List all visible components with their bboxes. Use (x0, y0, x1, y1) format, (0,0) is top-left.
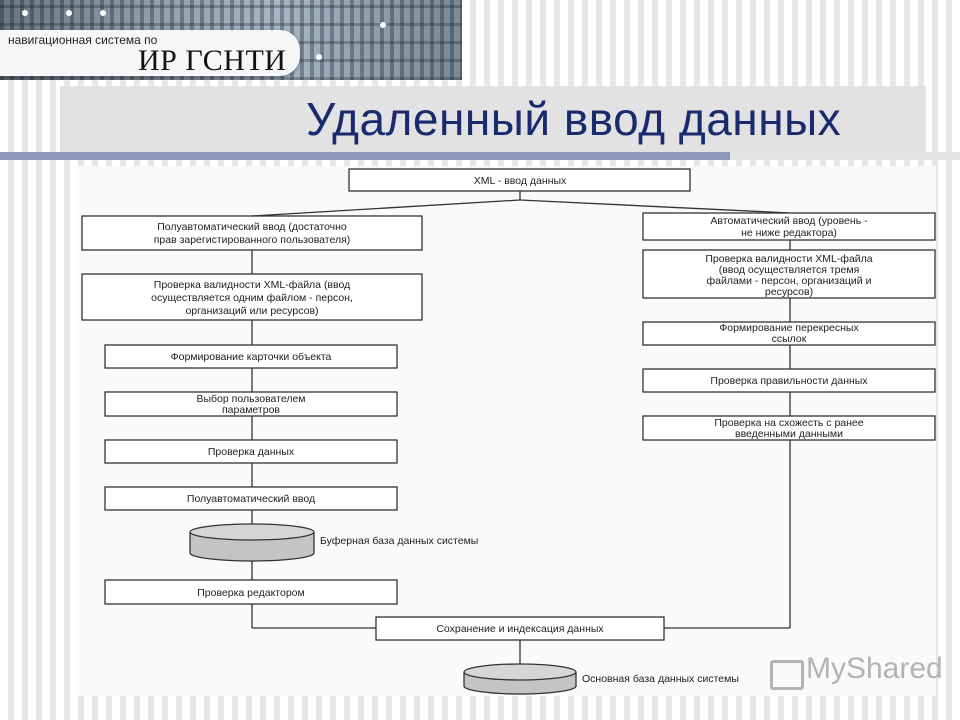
node-xml-input: XML - ввод данных (348, 168, 691, 192)
svg-text:Проверка редактором: Проверка редактором (197, 587, 305, 599)
svg-text:Проверка правильности данных: Проверка правильности данных (710, 375, 868, 387)
node-save-index: Сохранение и индексация данных (375, 616, 665, 641)
svg-text:(ввод осуществляется тремя: (ввод осуществляется тремя (719, 264, 860, 276)
svg-text:не ниже редактора): не ниже редактора) (741, 227, 837, 239)
svg-text:ссылок: ссылок (772, 333, 807, 345)
main-database: Основная база данных системы (463, 663, 739, 695)
watermark-text: MyShared (806, 652, 943, 685)
svg-text:Проверка валидности XML-файла: Проверка валидности XML-файла (ввод (154, 279, 350, 291)
svg-text:Выбор пользователем: Выбор пользователем (196, 393, 305, 405)
node-editor-check: Проверка редактором (104, 579, 398, 605)
logo-plate (0, 30, 300, 76)
logo-subtitle: навигационная система по (8, 33, 158, 47)
node-semiauto-input: Полуавтоматический ввод (достаточно прав… (81, 215, 423, 251)
svg-text:Основная база данных системы: Основная база данных системы (582, 673, 739, 685)
logo-title: ИР ГСНТИ (138, 44, 287, 77)
node-semiauto-entry: Полуавтоматический ввод (104, 486, 398, 511)
svg-text:ресурсов): ресурсов) (765, 286, 813, 298)
svg-text:Буферная база данных системы: Буферная база данных системы (320, 535, 478, 547)
header-banner-photo: навигационная система по ИР ГСНТИ (0, 0, 462, 80)
svg-text:Полуавтоматический ввод (доста: Полуавтоматический ввод (достаточно (157, 221, 347, 233)
watermark-icon (770, 660, 804, 690)
title-divider (0, 152, 730, 160)
page-title: Удаленный ввод данных (306, 93, 842, 145)
title-divider-light (730, 152, 960, 160)
node-cross-links: Формирование перекресных ссылок (642, 321, 936, 346)
svg-text:Формирование перекресных: Формирование перекресных (719, 322, 859, 334)
svg-text:Формирование карточки объекта: Формирование карточки объекта (171, 351, 332, 363)
connectors (251, 191, 791, 668)
svg-text:Сохранение и индексация данных: Сохранение и индексация данных (436, 623, 604, 635)
node-validate-three-files: Проверка валидности XML-файла (ввод осущ… (642, 249, 936, 299)
svg-text:файлами - персон, организаций: файлами - персон, организаций и (707, 275, 872, 287)
svg-text:прав зарегистированного пользо: прав зарегистированного пользователя) (154, 234, 351, 246)
svg-text:Проверка валидности XML-файла: Проверка валидности XML-файла (705, 253, 872, 265)
svg-text:параметров: параметров (222, 404, 280, 416)
svg-text:Автоматический ввод (уровень -: Автоматический ввод (уровень - (710, 215, 868, 227)
svg-text:осуществляется одним файлом -: осуществляется одним файлом - персон, (151, 292, 353, 304)
buffer-database: Буферная база данных системы (189, 523, 478, 562)
node-check-data: Проверка данных (104, 439, 398, 464)
node-similarity-check: Проверка на схожесть с ранее введенными … (642, 415, 936, 441)
node-build-card: Формирование карточки объекта (104, 344, 398, 369)
node-validate-single-file: Проверка валидности XML-файла (ввод осущ… (81, 273, 423, 321)
title-band (60, 86, 926, 152)
node-auto-input: Автоматический ввод (уровень - не ниже р… (642, 212, 936, 241)
node-choose-params: Выбор пользователем параметров (104, 391, 398, 417)
svg-text:Полуавтоматический ввод: Полуавтоматический ввод (187, 493, 315, 505)
svg-text:введенными данными: введенными данными (735, 428, 843, 440)
svg-text:организаций или ресурсов): организаций или ресурсов) (185, 305, 318, 317)
svg-text:XML - ввод данных: XML - ввод данных (474, 175, 567, 187)
svg-text:Проверка на схожесть с ранее: Проверка на схожесть с ранее (714, 417, 863, 429)
node-check-correctness: Проверка правильности данных (642, 368, 936, 393)
svg-text:Проверка данных: Проверка данных (208, 446, 295, 458)
